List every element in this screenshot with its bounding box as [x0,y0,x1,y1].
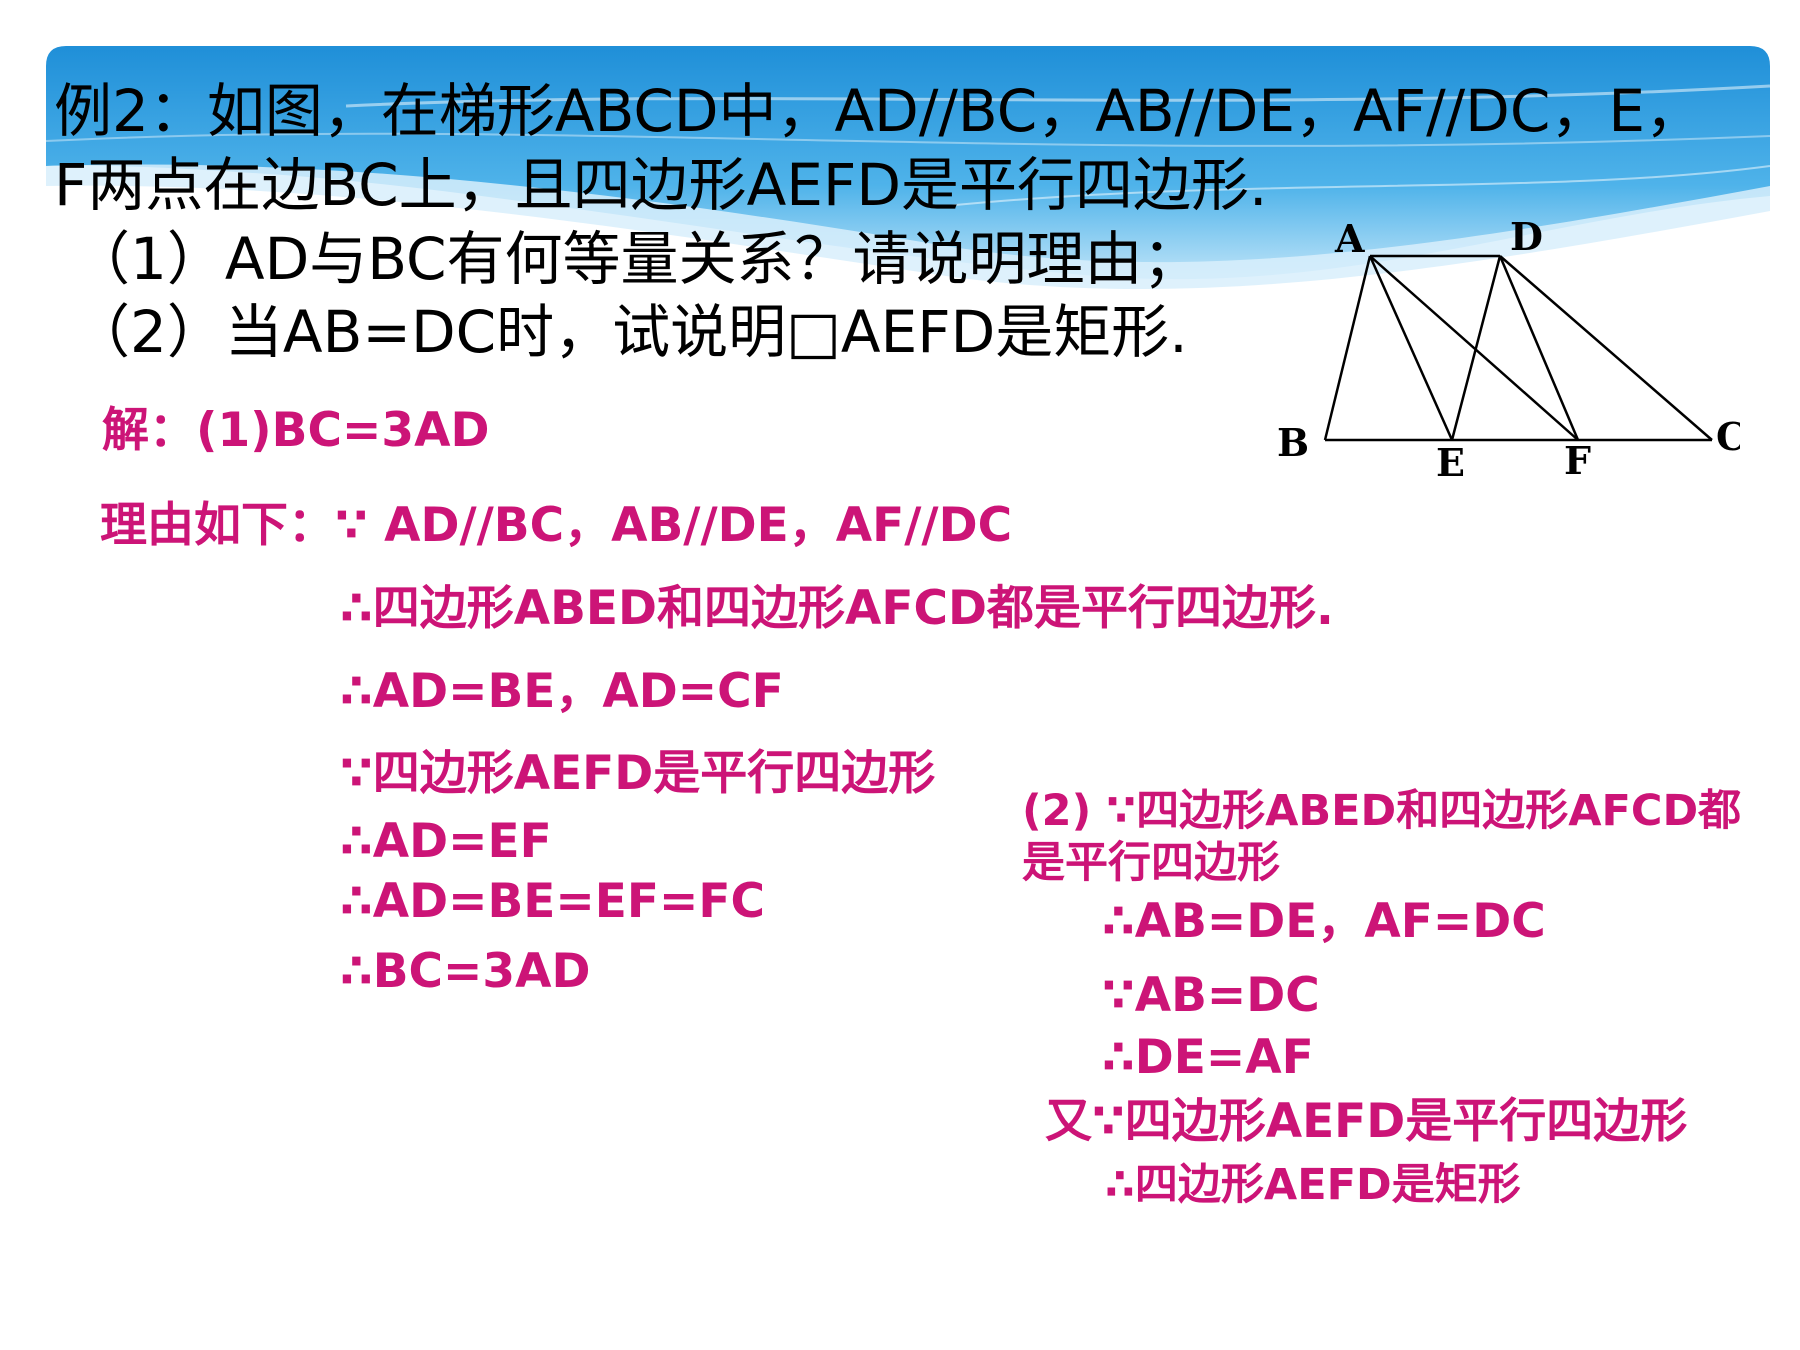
problem-line-1: 例2：如图，在梯形ABCD中，AD//BC，AB//DE，AF//DC，E， [54,77,1703,145]
label-d: D [1510,214,1543,259]
header-wave-banner [46,46,1770,290]
solution-header: 解：(1)BC=3AD [102,403,490,458]
label-e: E [1436,440,1465,485]
label-b: B [1277,420,1309,465]
solution-reason-intro: 理由如下：∵ AD//BC，AB//DE，AF//DC [100,498,1013,553]
segment-dc [1499,255,1713,441]
solution-step-5: ∴AD=BE=EF=FC [340,874,765,929]
segment-de [1450,255,1502,441]
trapezoid-figure: A D B E F C [1277,214,1740,485]
solution2-line-7: ∴四边形AEFD是矩形 [1105,1160,1521,1210]
solution-step-2: ∴AD=BE，AD=CF [340,664,784,719]
solution2-line-1: (2) ∵四边形ABED和四边形AFCD都 [1022,786,1742,836]
label-f: F [1564,438,1591,483]
solution2-line-4: ∵AB=DC [1102,968,1320,1023]
question-1: （1）AD与BC有何等量关系？请说明理由； [72,225,1201,293]
segment-af [1369,255,1579,441]
segment-df [1498,255,1580,441]
solution-step-6: ∴BC=3AD [340,944,591,999]
problem-line-2: F两点在边BC上，且四边形AEFD是平行四边形. [54,151,1268,219]
solution2-line-6: 又∵四边形AEFD是平行四边形 [1045,1094,1688,1149]
solution-step-4: ∴AD=EF [340,814,552,869]
solution2-line-3: ∴AB=DE，AF=DC [1102,894,1546,949]
label-c: C [1716,414,1740,459]
solution2-line-2: 是平行四边形 [1022,838,1280,888]
solution2-line-5: ∴DE=AF [1102,1030,1314,1085]
label-a: A [1334,216,1365,261]
solution-step-1: ∴四边形ABED和四边形AFCD都是平行四边形. [340,581,1334,636]
question-2: （2）当AB=DC时，试说明□AEFD是矩形. [72,298,1188,366]
segment-ae [1368,255,1454,441]
segment-ab [1323,255,1372,441]
solution-step-3: ∵四边形AEFD是平行四边形 [340,746,936,801]
